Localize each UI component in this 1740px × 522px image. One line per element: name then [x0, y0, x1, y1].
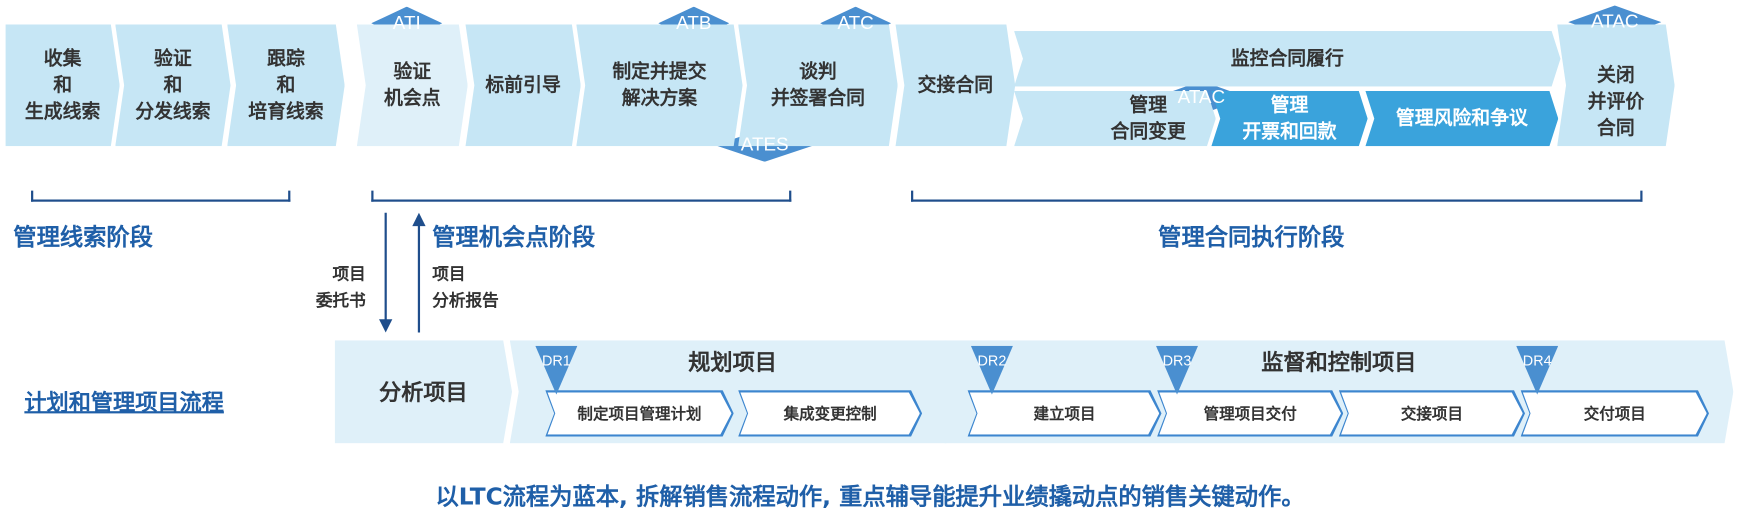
step-solution: 制定并提交 解决方案: [576, 24, 742, 146]
footer-summary: 以LTC流程为蓝本, 拆解销售流程动作, 重点辅导能提升业绩撬动点的销售关键动作…: [435, 483, 1305, 510]
milestone-atac-invoice: ATAC: [1155, 81, 1248, 114]
step-pre-bid: 标前引导: [465, 24, 580, 146]
step-monitor-contract: 监控合同履行: [1014, 31, 1560, 86]
bracket-contract: [911, 190, 1643, 202]
bracket-leads: [31, 190, 291, 202]
step-verify-opportunity: 验证 机会点: [357, 24, 468, 146]
step-risk-dispute: 管理风险和争议: [1365, 91, 1558, 146]
step-analyze-project: 分析项目: [335, 340, 512, 443]
step-collect-leads: 收集 和 生成线索: [6, 24, 120, 146]
step-nurture-leads: 跟踪 和 培育线索: [227, 24, 344, 146]
milestone-atb: ATB: [658, 7, 729, 40]
phase-contract: 管理合同执行阶段: [1158, 223, 1345, 251]
arrow-down-icon: [379, 212, 393, 333]
step-plan-management: 制定项目管理计划: [545, 390, 733, 437]
milestone-ati: ATI: [371, 7, 442, 40]
step-invoicing: 管理 开票和回款: [1211, 91, 1367, 146]
arrow-up-icon: [412, 212, 426, 333]
phase-opportunity: 管理机会点阶段: [432, 223, 596, 251]
step-close-contract: 关闭 并评价 合同: [1557, 24, 1674, 146]
step-close-project: 交付项目: [1521, 390, 1709, 437]
decision-review-dr3: DR3: [1156, 346, 1198, 395]
step-handover-contract: 交接合同: [896, 24, 1016, 146]
step-integrated-change: 集成变更控制: [738, 390, 922, 437]
decision-review-dr2: DR2: [971, 346, 1013, 395]
project-flow-title[interactable]: 计划和管理项目流程: [24, 389, 224, 416]
step-deliver-project: 管理项目交付: [1157, 390, 1343, 437]
milestone-atac-close: ATAC: [1568, 6, 1661, 39]
milestone-ates: ATES: [715, 129, 815, 162]
milestone-atc: ATC: [820, 7, 891, 40]
step-verify-leads: 验证 和 分发线索: [115, 24, 230, 146]
step-negotiate: 谈判 并签署合同: [738, 24, 898, 146]
bracket-opportunity: [371, 190, 792, 202]
handoff-arrows: [379, 212, 426, 333]
decision-review-dr4: DR4: [1516, 346, 1558, 395]
step-handover-project: 交接项目: [1339, 390, 1525, 437]
project-analysis-report-label: 项目 分析报告: [432, 263, 499, 311]
decision-review-dr1: DR1: [535, 346, 577, 395]
phase-leads: 管理线索阶段: [13, 223, 153, 251]
step-setup-project: 建立项目: [968, 390, 1162, 437]
project-mandate-label: 项目 委托书: [315, 263, 366, 311]
